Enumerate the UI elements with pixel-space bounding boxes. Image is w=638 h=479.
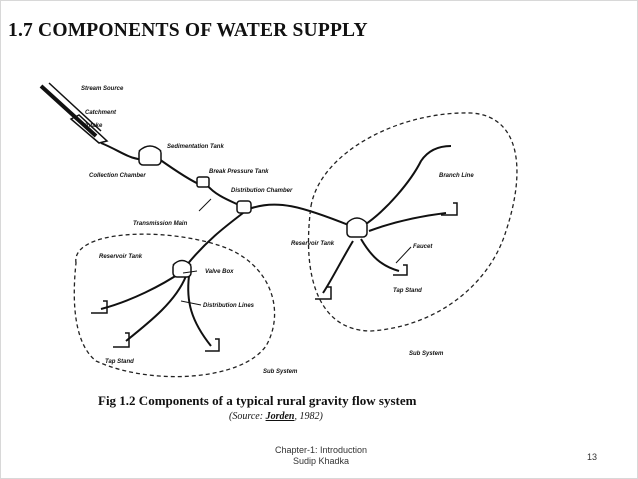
intake-structure	[69, 114, 109, 144]
tap-stand-icon	[393, 264, 408, 276]
tap-stand-icon	[315, 286, 332, 300]
pipe-right-tap1	[368, 212, 447, 232]
label-intake: Intake	[85, 123, 103, 129]
left-subsystem-boundary	[73, 233, 276, 378]
pipe-to-left-reservoir	[185, 212, 244, 267]
label-distribution-lines: Distribution Lines	[203, 303, 255, 309]
sedimentation-tank-icon	[138, 148, 162, 166]
source-suffix: , 1982)	[294, 411, 323, 422]
pipe-right-tap2	[360, 238, 400, 272]
label-reservoir-tank-right: Reservoir Tank	[291, 241, 335, 247]
source-prefix: (Source:	[229, 411, 266, 422]
tap-stand-icon	[205, 338, 220, 352]
figure-source: (Source: Jorden, 1982)	[229, 411, 323, 422]
label-break-pressure-tank: Break Pressure Tank	[209, 169, 269, 175]
page-number: 13	[587, 452, 598, 462]
label-tap-stand-right: Tap Stand	[393, 288, 422, 294]
figure-caption: Fig 1.2 Components of a typical rural gr…	[98, 393, 417, 408]
break-pressure-tank-icon	[196, 176, 210, 188]
label-tap-stand-left: Tap Stand	[105, 359, 134, 365]
tap-stand-icon	[113, 332, 130, 348]
pipe-left-tap1	[125, 275, 187, 342]
label-sub-system-right: Sub System	[409, 351, 444, 357]
transmission-main-pointer	[198, 198, 212, 212]
label-distribution-chamber: Distribution Chamber	[231, 188, 293, 194]
pipe-to-right-reservoir	[248, 203, 352, 227]
label-collection-chamber: Collection Chamber	[89, 173, 146, 179]
slide-title: 1.7 COMPONENTS OF WATER SUPPLY	[8, 20, 368, 41]
label-valve-box: Valve Box	[205, 269, 234, 275]
label-branch-line: Branch Line	[439, 173, 474, 179]
tap-stand-icon	[91, 300, 108, 314]
pipe-left-tap2	[187, 275, 212, 347]
stream-source-line	[39, 84, 98, 138]
slide-footer: Chapter-1: Introduction Sudip Khadka	[271, 445, 371, 467]
label-stream-source: Stream Source	[81, 86, 124, 92]
left-reservoir-icon	[172, 262, 192, 278]
right-reservoir-icon	[346, 220, 368, 238]
tap-stand-icon	[441, 202, 458, 216]
footer-author: Sudip Khadka	[292, 456, 350, 466]
label-catchment: Catchment	[85, 110, 117, 116]
label-transmission-main: Transmission Main	[133, 221, 188, 227]
label-faucet: Faucet	[413, 244, 433, 250]
source-author: Jorden	[265, 411, 295, 422]
label-sedimentation-tank: Sedimentation Tank	[167, 144, 224, 150]
gravity-flow-diagram: Stream Source Catchment Intake Sedimenta…	[39, 82, 518, 378]
label-reservoir-tank-left: Reservoir Tank	[99, 254, 143, 260]
label-sub-system-left: Sub System	[263, 369, 298, 375]
pipe-left-tap3	[100, 270, 184, 310]
distribution-chamber-icon	[236, 200, 252, 214]
pipe-right-tap3	[322, 240, 354, 294]
right-subsystem-boundary	[307, 112, 518, 332]
pipe-right-branch	[362, 145, 452, 227]
footer-chapter: Chapter-1: Introduction	[274, 445, 368, 455]
